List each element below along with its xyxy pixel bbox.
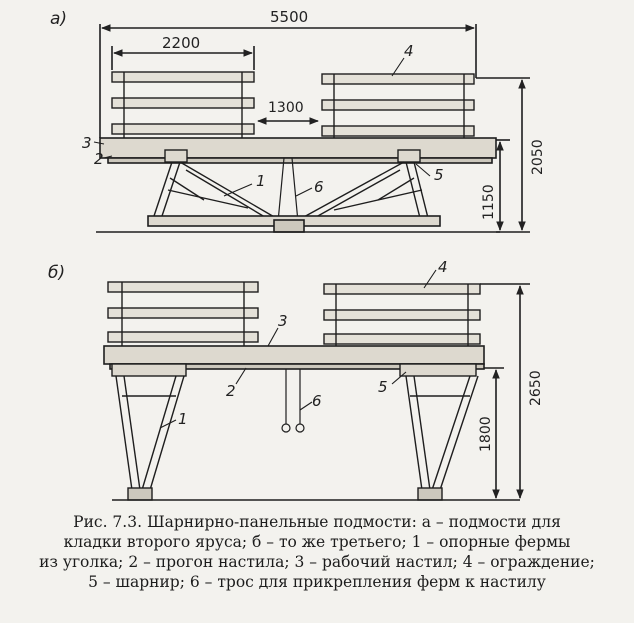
- callout-a-6: 6: [314, 178, 324, 196]
- caption-line-2: кладки второго яруса; б – то же третьего…: [63, 533, 571, 551]
- callout-a-3: 3: [82, 134, 92, 152]
- callouts-a: 4 3 2 1 6 5: [82, 42, 444, 197]
- dim-height-total-a: 2050: [476, 77, 546, 233]
- dim-height-support-a-text: 1150: [481, 184, 497, 220]
- dim-section-length-text: 2200: [162, 34, 200, 52]
- deck-b: [103, 345, 485, 370]
- railing-right-a: [321, 73, 475, 138]
- dim-total-length: 5500: [99, 8, 477, 138]
- truss-left-b: [111, 363, 187, 501]
- caption-line-1: Рис. 7.3. Шарнирно-панельные подмости: а…: [73, 513, 561, 531]
- callout-a-4: 4: [404, 42, 414, 60]
- railing-left-a: [111, 71, 255, 138]
- dim-height-total-a-text: 2050: [530, 139, 546, 175]
- caption-line-4: 5 – шарнир; 6 – трос для прикрепления фе…: [88, 573, 546, 591]
- dim-height-support-a: 1150: [481, 139, 510, 231]
- railing-right-b: [323, 283, 481, 346]
- panel-b: б): [48, 258, 544, 501]
- callout-b-6: 6: [312, 392, 322, 410]
- callout-b-2: 2: [226, 382, 236, 400]
- dim-gap: 1300: [257, 100, 319, 125]
- cable-a: [277, 157, 299, 223]
- dim-height-total-b-text: 2650: [528, 370, 544, 406]
- figure-caption: Рис. 7.3. Шарнирно-панельные подмости: а…: [0, 512, 634, 592]
- callout-b-3: 3: [278, 312, 288, 330]
- callout-a-2: 2: [94, 150, 104, 168]
- panel-b-label: б): [48, 263, 65, 283]
- railing-left-b: [107, 281, 259, 346]
- dim-height-total-b: 2650: [480, 283, 544, 499]
- callout-b-5: 5: [378, 378, 388, 396]
- dim-height-support-b: 1800: [478, 367, 504, 499]
- dim-height-support-b-text: 1800: [478, 416, 494, 452]
- dim-section-length: 2200: [111, 34, 255, 70]
- callout-b-1: 1: [178, 410, 188, 428]
- callouts-b: 4 3 2 1 6 5: [159, 258, 448, 429]
- caption-line-3: из уголка; 2 – прогон настила; 3 – рабоч…: [39, 553, 595, 571]
- ground-beam-a: [96, 215, 500, 233]
- callout-a-5: 5: [434, 166, 444, 184]
- panel-a: а) 5500 2200 1300: [50, 8, 546, 233]
- panel-a-label: а): [50, 9, 67, 29]
- truss-right-b: [399, 363, 479, 501]
- cable-b: [281, 369, 305, 433]
- deck-a: [99, 137, 497, 164]
- callout-b-4: 4: [438, 258, 448, 276]
- dim-total-length-text: 5500: [270, 8, 308, 26]
- dim-gap-text: 1300: [268, 100, 304, 116]
- callout-a-1: 1: [256, 172, 266, 190]
